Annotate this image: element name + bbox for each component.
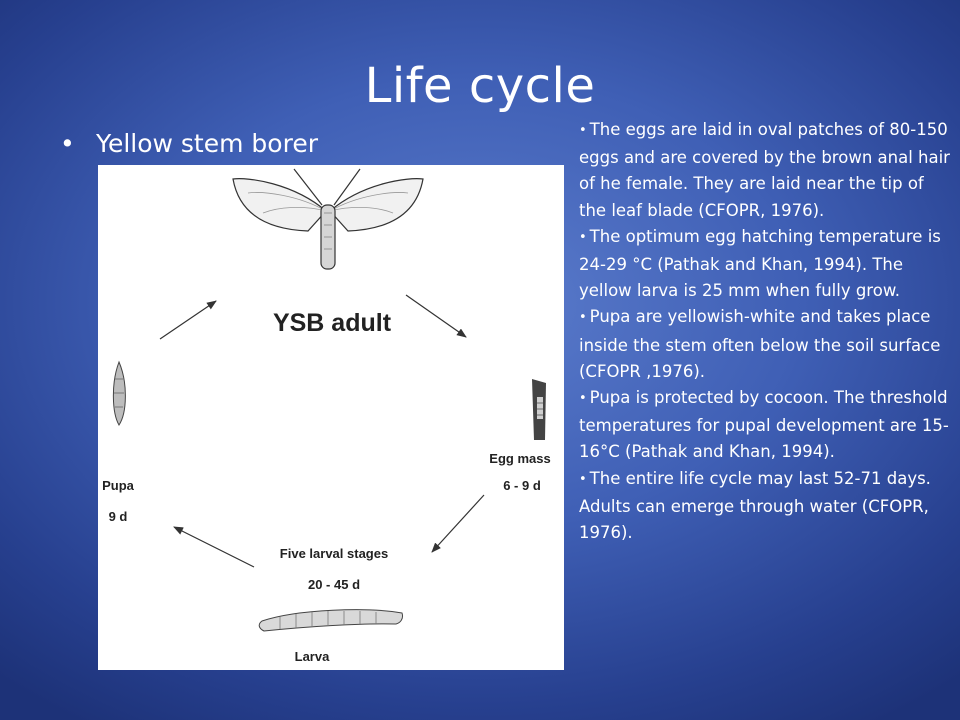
note-text: The eggs are laid in oval patches of 80-… bbox=[579, 120, 950, 220]
note-text: Pupa is protected by cocoon. The thresho… bbox=[579, 388, 949, 461]
larva-illustration bbox=[259, 610, 402, 631]
note-text: The optimum egg hatching temperature is … bbox=[579, 227, 941, 300]
slide-title: Life cycle bbox=[0, 62, 960, 110]
note-item: •The optimum egg hatching temperature is… bbox=[579, 224, 955, 305]
bullet-item: •Yellow stem borer bbox=[60, 128, 318, 160]
egg-mass-illustration bbox=[532, 379, 546, 440]
life-cycle-svg: YSB adult Pupa 9 d Egg mass 6 - 9 d Five… bbox=[98, 165, 564, 670]
bullet-text: Yellow stem borer bbox=[96, 129, 318, 158]
ysb-adult-label: YSB adult bbox=[273, 309, 392, 337]
larva-label: Larva bbox=[295, 649, 330, 664]
egg-mass-label: Egg mass bbox=[489, 451, 550, 466]
note-text: The entire life cycle may last 52-71 day… bbox=[579, 469, 931, 542]
pupa-illustration bbox=[113, 362, 125, 425]
note-item: •The eggs are laid in oval patches of 80… bbox=[579, 117, 955, 224]
bullet-dot-icon: • bbox=[579, 472, 587, 487]
arrow-adult-to-egg bbox=[406, 295, 466, 337]
note-item: •The entire life cycle may last 52-71 da… bbox=[579, 466, 955, 547]
moth-illustration bbox=[233, 169, 423, 269]
bullet-dot-icon: • bbox=[579, 230, 587, 245]
bullet-dot-icon: • bbox=[579, 391, 587, 406]
larval-stages-duration: 20 - 45 d bbox=[308, 577, 360, 592]
bullet-dot-icon: • bbox=[579, 123, 587, 138]
arrow-egg-to-larva bbox=[432, 495, 484, 552]
larval-stages-label: Five larval stages bbox=[280, 546, 388, 561]
arrow-larva-to-pupa bbox=[174, 527, 254, 567]
notes-list: •The eggs are laid in oval patches of 80… bbox=[579, 117, 955, 546]
note-text: Pupa are yellowish-white and takes place… bbox=[579, 307, 940, 380]
pupa-label: Pupa bbox=[102, 478, 135, 493]
bullet-dot-icon: • bbox=[579, 310, 587, 325]
arrow-pupa-to-adult bbox=[160, 301, 216, 339]
bullet-dot-icon: • bbox=[60, 128, 96, 160]
note-item: •Pupa are yellowish-white and takes plac… bbox=[579, 304, 955, 385]
life-cycle-diagram: YSB adult Pupa 9 d Egg mass 6 - 9 d Five… bbox=[98, 165, 564, 670]
note-item: •Pupa is protected by cocoon. The thresh… bbox=[579, 385, 955, 466]
pupa-duration: 9 d bbox=[109, 509, 128, 524]
egg-mass-duration: 6 - 9 d bbox=[503, 478, 541, 493]
